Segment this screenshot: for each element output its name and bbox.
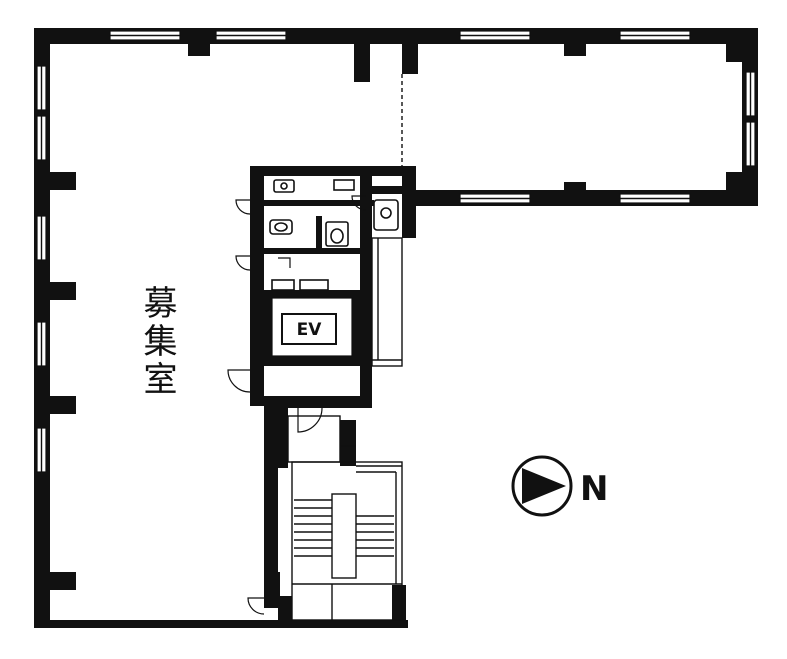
stairs-icon — [292, 493, 402, 620]
core-walls — [250, 166, 416, 408]
stair-frame — [287, 415, 403, 621]
stair-core-walls — [264, 408, 356, 620]
columns — [50, 44, 742, 590]
doors — [227, 195, 367, 615]
counter — [333, 179, 355, 191]
north-label: N — [580, 469, 608, 509]
elevator-icon: EV — [271, 297, 353, 357]
north-arrow-icon — [511, 455, 573, 517]
counter — [271, 279, 295, 291]
elevator-label: EV — [297, 320, 323, 340]
sink-icon — [273, 179, 295, 193]
sink-icon — [269, 219, 293, 235]
windows — [36, 30, 756, 473]
pipe-shaft — [371, 237, 403, 367]
room-label: 募集室 — [137, 285, 177, 399]
counter — [299, 279, 329, 291]
urinal-icon — [373, 199, 399, 231]
room-label-text: 募集室 — [137, 285, 177, 399]
toilet-icon — [325, 221, 349, 247]
